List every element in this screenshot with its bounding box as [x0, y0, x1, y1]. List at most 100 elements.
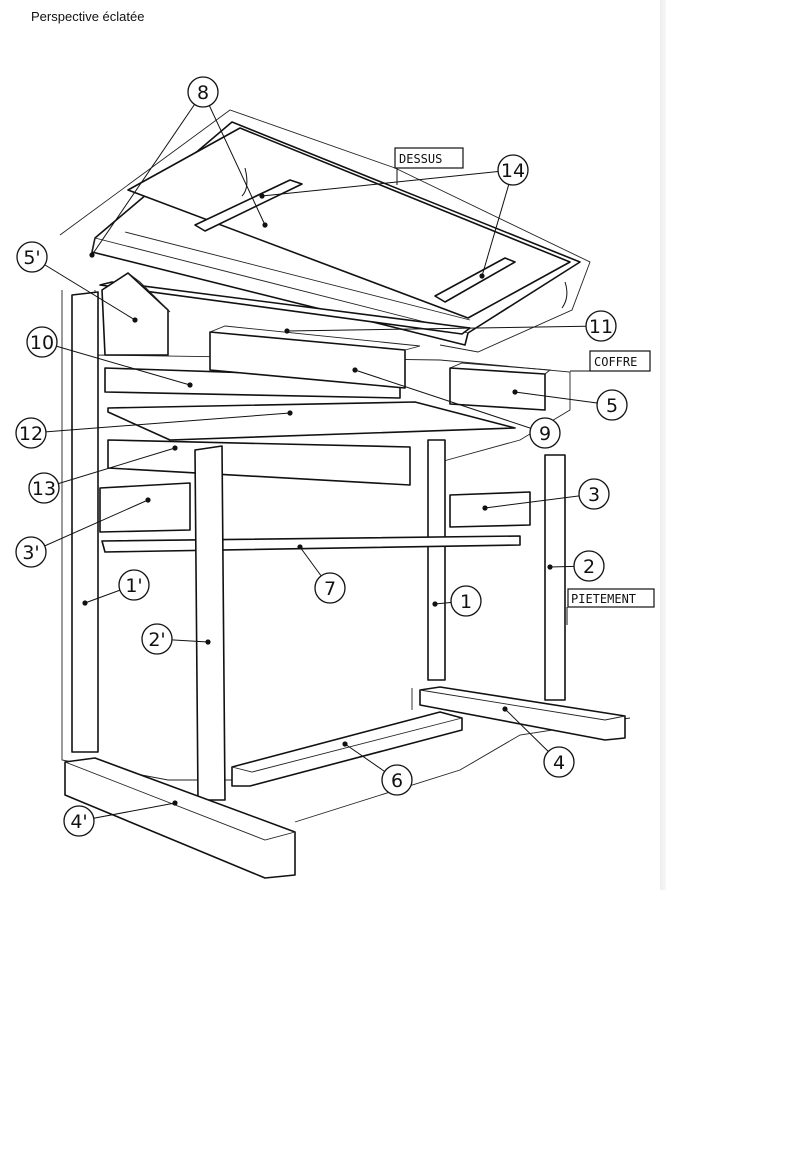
leader-dot: [482, 505, 488, 511]
label-pietement-text: PIETEMENT: [571, 592, 636, 606]
callout-5-prime: 5': [16, 241, 48, 273]
leader-dot: [82, 600, 88, 606]
callout-1: 1: [450, 585, 482, 617]
callout-number: 12: [19, 423, 43, 445]
callout-4: 4: [543, 746, 575, 778]
leader-dot: [342, 741, 348, 747]
label-coffre-text: COFFRE: [594, 355, 637, 369]
callout-number: 11: [589, 316, 613, 338]
leader-dot: [502, 706, 508, 712]
callout-number: 4': [70, 811, 87, 833]
leader-dot: [262, 222, 268, 228]
callout-12: 12: [15, 417, 47, 449]
callout-number: 3: [588, 484, 600, 506]
leader-line: [481, 169, 514, 277]
callout-2: 2: [573, 550, 605, 582]
part-3-rail: [449, 491, 531, 528]
part-1-leg: [427, 439, 446, 681]
leader-dot: [205, 639, 211, 645]
leader-line: [514, 391, 613, 406]
part-1prime-leg: [71, 291, 99, 753]
callout-number: 13: [32, 478, 56, 500]
callout-circle: [573, 550, 605, 582]
leader-line: [354, 369, 546, 434]
callout-circle: [543, 746, 575, 778]
leader-line: [30, 412, 291, 434]
callout-circle: [381, 764, 413, 796]
callout-circle: [15, 536, 47, 568]
leader-dot: [512, 389, 518, 395]
leader-dot: [132, 317, 138, 323]
callout-circle: [529, 417, 561, 449]
callout-number: 8: [197, 82, 209, 104]
leader-line: [286, 325, 602, 332]
callout-circle: [187, 76, 219, 108]
leader-dot: [297, 544, 303, 550]
callout-circle: [26, 326, 58, 358]
callout-3-prime: 3': [15, 536, 47, 568]
label-dessus: DESSUS: [394, 147, 464, 185]
callout-4-prime: 4': [63, 805, 95, 837]
callout-9: 9: [529, 417, 561, 449]
callout-14: 14: [497, 154, 529, 186]
part-5prime-side: [101, 272, 171, 356]
label-pietement: PIETEMENT: [566, 588, 655, 625]
leader-dot: [259, 193, 265, 199]
callout-7: 7: [314, 572, 346, 604]
callout-8: 8: [187, 76, 219, 108]
callout-1-prime: 1': [118, 569, 150, 601]
callout-circle: [578, 478, 610, 510]
leader-dot: [145, 497, 151, 503]
leader-line: [41, 341, 191, 386]
leader-dot: [479, 273, 485, 279]
part-14-batten-left: [194, 179, 303, 232]
part-4-foot: [419, 686, 626, 741]
callout-3: 3: [578, 478, 610, 510]
part-3prime-rail: [99, 482, 191, 533]
part-2-leg: [544, 454, 566, 701]
leader-line: [43, 447, 176, 489]
callout-number: 7: [324, 578, 336, 600]
part-4prime-foot: [64, 757, 296, 879]
callout-number: 2': [148, 629, 165, 651]
callout-circle: [28, 472, 60, 504]
page-title: Perspective éclatée: [31, 9, 145, 24]
leader-dot: [352, 367, 358, 373]
part-13-panel: [107, 439, 411, 486]
leader-dot: [547, 564, 553, 570]
callout-circle: [15, 417, 47, 449]
callout-2-prime: 2': [141, 623, 173, 655]
callout-circle: [497, 154, 529, 186]
scan-edge: [660, 0, 666, 890]
leader-line: [30, 499, 149, 553]
leader-dot: [287, 410, 293, 416]
callout-circle: [450, 585, 482, 617]
leader-dot: [432, 601, 438, 607]
callout-number: 3': [22, 542, 39, 564]
callout-circle: [596, 389, 628, 421]
callout-circle: [63, 805, 95, 837]
callout-circle: [314, 572, 346, 604]
callout-circle: [585, 310, 617, 342]
part-12-bottom: [107, 401, 516, 441]
callout-number: 4: [553, 752, 565, 774]
callout-number: 6: [391, 770, 403, 792]
part-2prime-leg: [194, 445, 226, 801]
callout-6: 6: [381, 764, 413, 796]
leader-dot: [89, 252, 95, 258]
callout-circle: [141, 623, 173, 655]
leader-dot: [172, 800, 178, 806]
callout-10: 10: [26, 326, 58, 358]
leader-dot: [172, 445, 178, 451]
part-5-side: [449, 362, 552, 411]
part-14-batten-right: [434, 257, 516, 303]
leader-line: [78, 802, 176, 822]
leader-line: [484, 493, 595, 509]
part-7-shelf: [101, 535, 521, 553]
callout-11: 11: [585, 310, 617, 342]
callout-number: 10: [30, 332, 54, 354]
part-dessus-top: [91, 121, 581, 346]
label-dessus-text: DESSUS: [399, 152, 442, 166]
